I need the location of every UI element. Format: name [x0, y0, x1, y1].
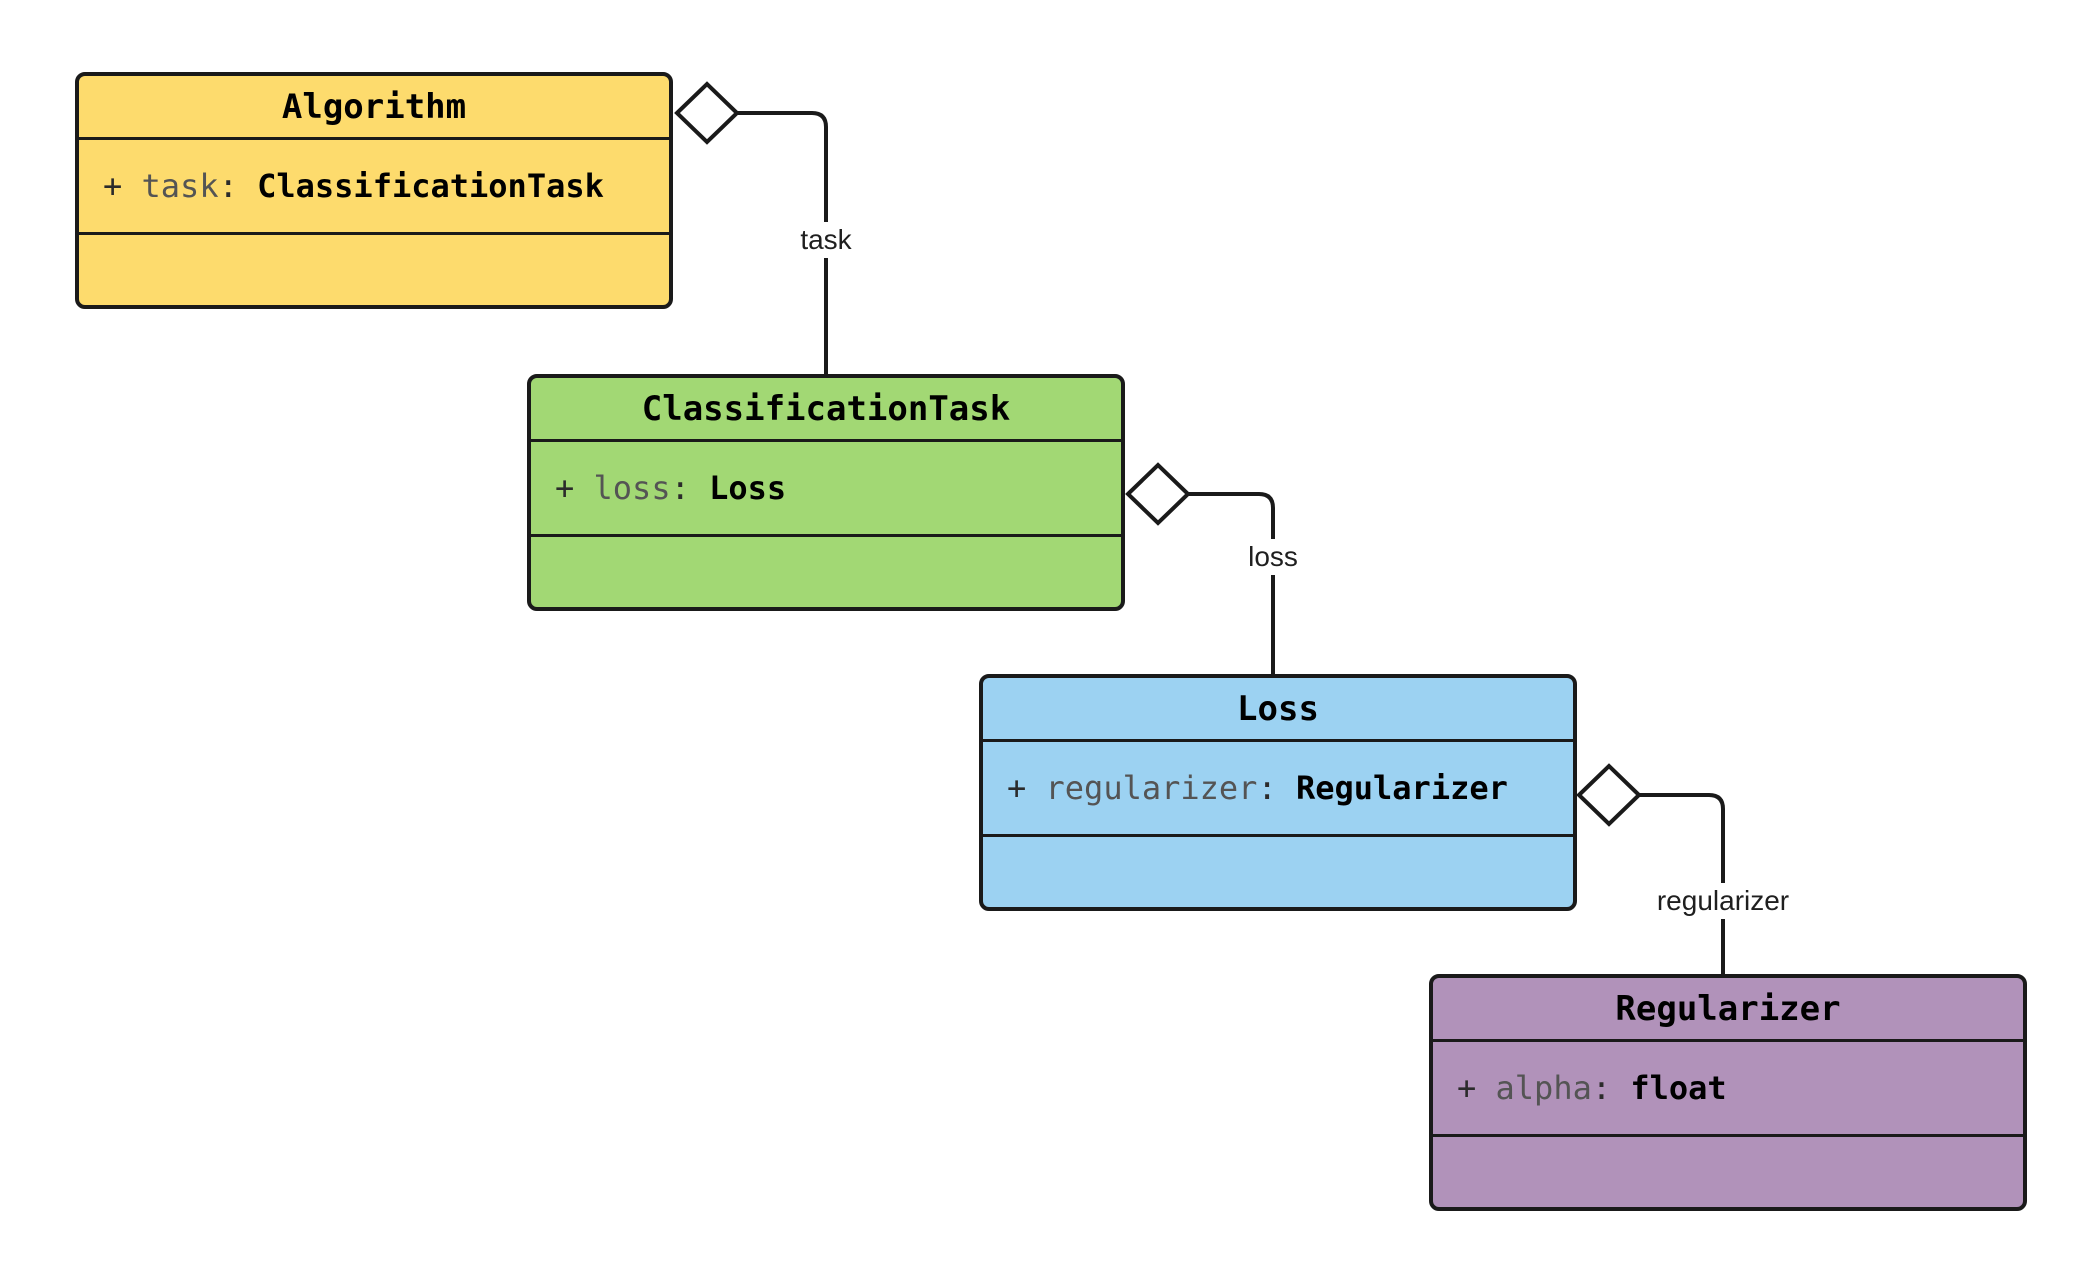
- attribute-type: Regularizer: [1295, 769, 1508, 807]
- attribute-colon: :: [1257, 769, 1277, 807]
- attribute-name: task: [141, 167, 219, 205]
- class-box-regularizer: Regularizer + alpha: float: [1429, 974, 2027, 1211]
- aggregation-diamond-icon: [674, 81, 740, 145]
- class-attribute-row: + alpha: float: [1433, 1042, 2023, 1137]
- class-attribute-row: + loss: Loss: [531, 442, 1121, 537]
- class-title: Loss: [983, 678, 1573, 742]
- relationship-line-task: [736, 111, 828, 376]
- attribute-visibility: +: [1457, 1069, 1477, 1107]
- attribute-colon: :: [1591, 1069, 1612, 1107]
- class-methods-empty: [1433, 1137, 2023, 1207]
- edge-label-loss: loss: [1240, 539, 1306, 575]
- class-box-loss: Loss + regularizer: Regularizer: [979, 674, 1577, 911]
- attribute-type: ClassificationTask: [257, 167, 604, 205]
- class-attribute-row: + task: ClassificationTask: [79, 140, 669, 235]
- attribute-name: alpha: [1495, 1069, 1592, 1107]
- class-title: Algorithm: [79, 76, 669, 140]
- aggregation-diamond-icon: [1125, 462, 1191, 526]
- class-methods-empty: [531, 537, 1121, 607]
- edge-label-task: task: [792, 222, 860, 258]
- attribute-type: Loss: [709, 469, 787, 507]
- class-box-classificationtask: ClassificationTask + loss: Loss: [527, 374, 1125, 611]
- attribute-name: loss: [593, 469, 671, 507]
- edge-label-regularizer: regularizer: [1648, 883, 1798, 919]
- class-title: Regularizer: [1433, 978, 2023, 1042]
- class-methods-empty: [983, 837, 1573, 907]
- relationship-line-loss: [1187, 492, 1275, 676]
- attribute-visibility: +: [555, 469, 575, 507]
- attribute-name: regularizer: [1045, 769, 1258, 807]
- class-box-algorithm: Algorithm + task: ClassificationTask: [75, 72, 673, 309]
- aggregation-diamond-icon: [1576, 763, 1642, 827]
- attribute-visibility: +: [103, 167, 123, 205]
- attribute-colon: :: [670, 469, 690, 507]
- class-title: ClassificationTask: [531, 378, 1121, 442]
- class-methods-empty: [79, 235, 669, 305]
- class-attribute-row: + regularizer: Regularizer: [983, 742, 1573, 837]
- relationship-line-regularizer: [1638, 793, 1725, 976]
- attribute-type: float: [1630, 1069, 1727, 1107]
- attribute-colon: :: [218, 167, 238, 205]
- attribute-visibility: +: [1007, 769, 1027, 807]
